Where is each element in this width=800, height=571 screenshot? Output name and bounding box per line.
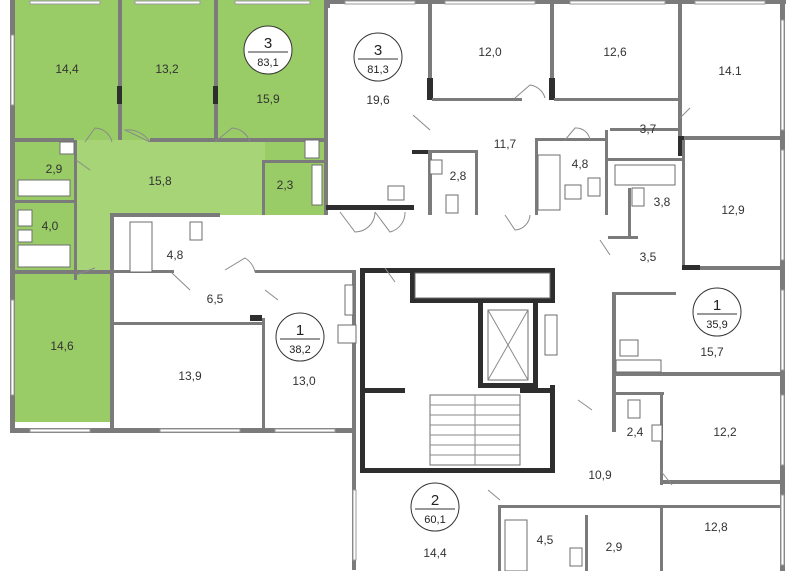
badge-area: 60,1 <box>424 514 445 526</box>
toilet-icon <box>189 221 203 241</box>
toilet-icon <box>569 547 583 567</box>
apartment-badge-bottom[interactable]: 2 60,1 <box>410 482 460 532</box>
bathtub-icon <box>537 154 561 211</box>
badge-rooms: 3 <box>374 42 382 59</box>
room-labels: 14,4 13,2 15,9 2,9 15,8 4,0 2,3 14,6 19,… <box>42 45 745 560</box>
room-label: 15,9 <box>256 92 280 106</box>
toilet-icon <box>631 187 645 207</box>
badge-area: 81,3 <box>367 64 388 76</box>
sink-icon <box>17 229 33 243</box>
room-label: 6,5 <box>207 292 224 306</box>
room-label: 12,8 <box>704 520 728 534</box>
apartment-badge-left-center[interactable]: 1 38,2 <box>275 312 325 362</box>
room-label: 4,8 <box>167 248 184 262</box>
apartment-badge-right-center[interactable]: 1 35,9 <box>692 287 742 337</box>
room-label: 2,4 <box>627 425 644 439</box>
room-label: 14.1 <box>718 64 742 78</box>
stairs-icon <box>429 394 521 466</box>
bathtub-icon <box>504 519 528 571</box>
kitchen-counter <box>544 314 558 356</box>
kitchen-counter <box>17 209 33 227</box>
room-label: 12,9 <box>721 203 745 217</box>
kitchen-counter <box>17 179 71 197</box>
room-label: 2,9 <box>46 162 63 176</box>
sink-icon <box>387 185 405 201</box>
badge-rooms: 1 <box>296 322 304 339</box>
room-label: 4,5 <box>537 533 554 547</box>
room-label: 12,0 <box>478 45 502 59</box>
room-label: 2,9 <box>606 540 623 554</box>
toilet-icon <box>627 399 641 419</box>
toilet-icon <box>445 194 459 214</box>
room-label: 13,2 <box>155 62 179 76</box>
badge-area: 38,2 <box>289 344 310 356</box>
badge-area: 83,1 <box>257 57 278 69</box>
sink-icon <box>429 159 443 175</box>
room-label: 4,8 <box>572 157 589 171</box>
room-label: 12,2 <box>713 425 737 439</box>
selected-room-15-8[interactable] <box>75 140 265 215</box>
toilet-icon <box>587 177 601 197</box>
selected-hall[interactable] <box>75 215 113 272</box>
room-label: 11,7 <box>494 137 517 151</box>
badge-rooms: 1 <box>713 297 721 314</box>
room-label: 19,6 <box>366 93 390 107</box>
apartment-badge-top-center[interactable]: 3 81,3 <box>353 32 403 82</box>
toilet-icon <box>304 139 320 159</box>
sink-icon <box>619 339 639 357</box>
apartment-badge-selected[interactable]: 3 83,1 <box>243 25 293 75</box>
badge-rooms: 3 <box>264 35 272 52</box>
room-label: 3,5 <box>640 250 657 264</box>
kitchen-counter <box>311 164 323 206</box>
room-label: 15,7 <box>700 345 724 359</box>
sink-icon <box>337 324 357 344</box>
kitchen-counter <box>615 359 662 373</box>
bathtub-icon <box>129 221 153 273</box>
room-label: 13,0 <box>292 374 316 388</box>
room-label: 3,8 <box>654 195 671 209</box>
shaft <box>414 272 551 299</box>
windows <box>29 0 766 5</box>
room-label: 12,6 <box>603 45 627 59</box>
room-label: 14,4 <box>55 62 79 76</box>
sink-icon <box>59 141 75 155</box>
room-label: 3,7 <box>640 122 657 136</box>
room-label: 13,9 <box>178 369 202 383</box>
bathtub-icon <box>614 164 676 186</box>
doors <box>75 84 691 501</box>
walls <box>10 0 786 571</box>
bathtub-icon <box>17 244 71 268</box>
selected-room-14-6[interactable] <box>14 272 113 422</box>
room-label: 14,4 <box>423 546 447 560</box>
selected-room-13-2[interactable] <box>120 0 216 140</box>
selected-room-14-4[interactable] <box>14 0 120 140</box>
fixtures <box>17 139 676 571</box>
room-label: 4,0 <box>42 219 59 233</box>
sink-icon <box>651 424 663 442</box>
kitchen-counter <box>344 284 354 316</box>
badge-area: 35,9 <box>706 319 727 331</box>
room-label: 15,8 <box>148 174 172 188</box>
room-label: 14,6 <box>50 339 74 353</box>
sink-icon <box>564 184 582 200</box>
room-label: 2,8 <box>450 169 467 183</box>
room-label: 10,9 <box>588 468 612 482</box>
room-label: 2,3 <box>277 178 294 192</box>
badge-rooms: 2 <box>431 492 439 509</box>
